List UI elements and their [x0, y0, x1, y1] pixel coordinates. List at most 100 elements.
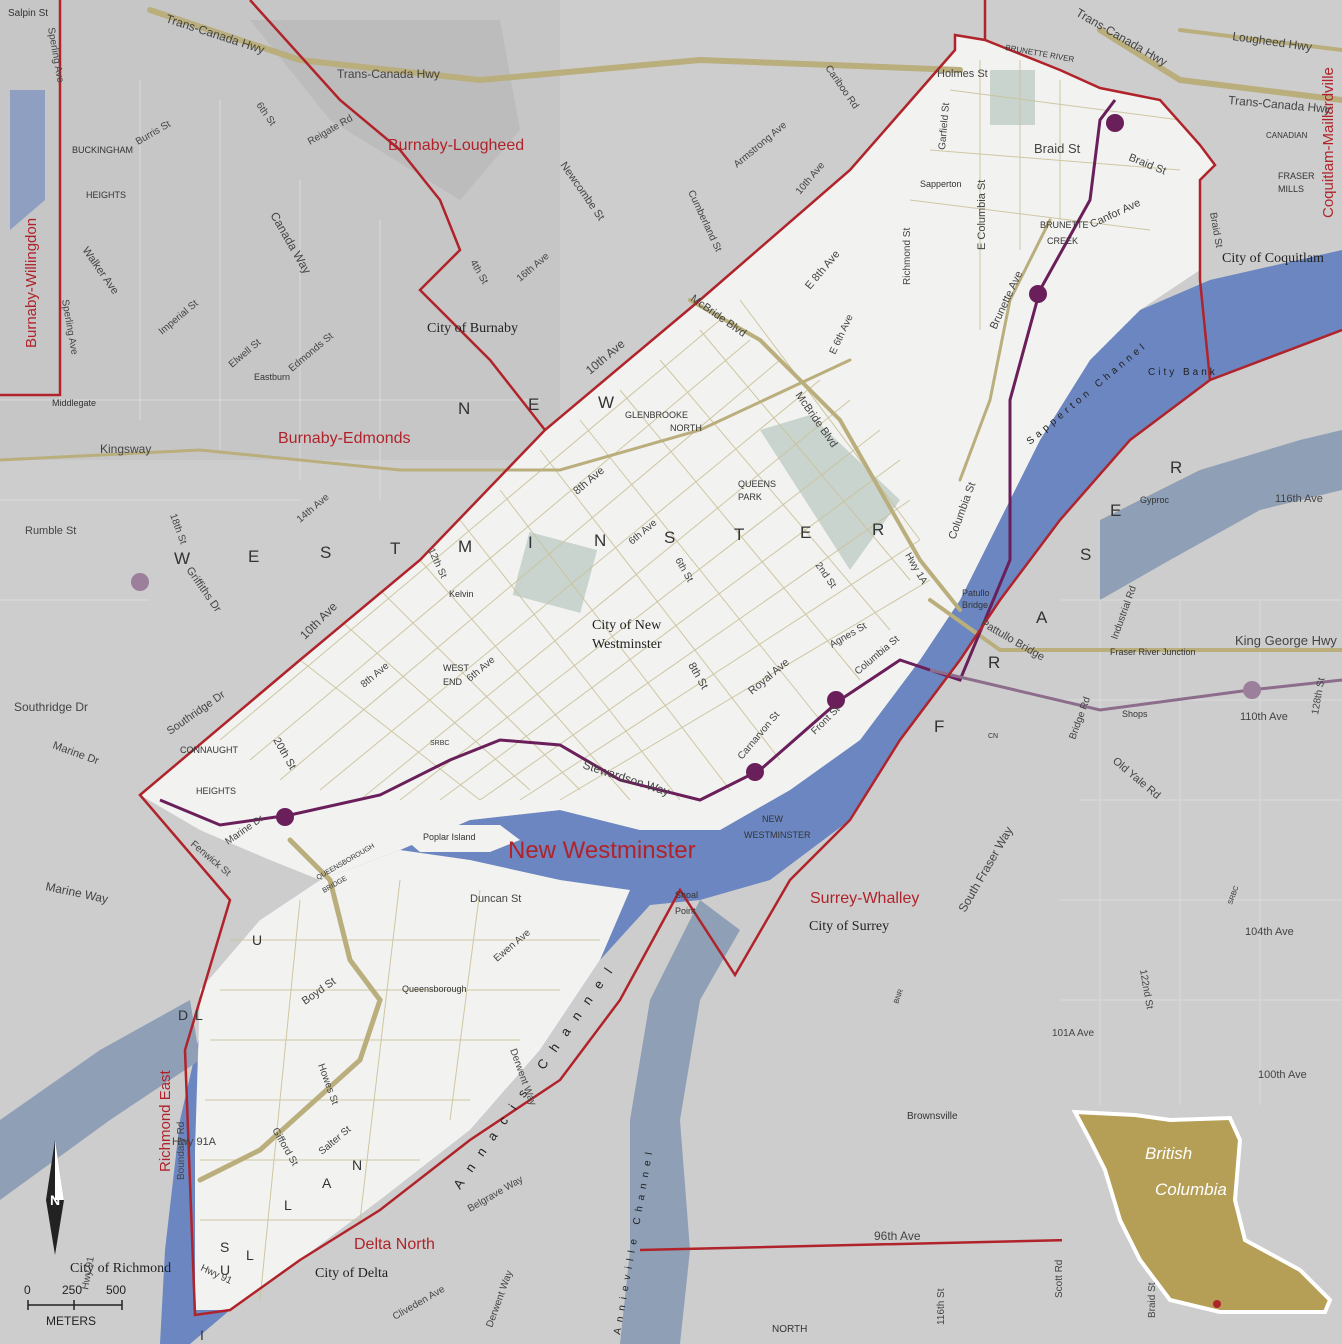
- scale-label: 250: [62, 1283, 82, 1297]
- neighbourhood-label: Sapperton: [920, 179, 962, 189]
- neighbourhood-label: CANADIAN: [1266, 131, 1308, 140]
- inset-label: British: [1145, 1144, 1192, 1163]
- district-label: Burnaby-Willingdon: [23, 218, 40, 348]
- municipality-label: City of New: [592, 618, 662, 633]
- street-label: King George Hwy: [1235, 633, 1337, 648]
- street-label: 101A Ave: [1052, 1028, 1095, 1039]
- new-westminster-letters: N E W W E S T M I N S T E R: [174, 393, 884, 568]
- neighbourhood-label: BRUNETTE: [1040, 220, 1089, 230]
- neighbourhood-label: CN: [988, 733, 998, 740]
- scale-label: 0: [24, 1283, 31, 1297]
- station-icon: [276, 808, 294, 826]
- station-icon: [1243, 681, 1261, 699]
- letter: E: [248, 547, 259, 566]
- letter: A: [1036, 608, 1048, 627]
- letter: L: [246, 1247, 254, 1263]
- north-arrow-icon: [46, 1140, 64, 1255]
- letter: R: [872, 520, 884, 539]
- neighbourhood-label: Shoal: [675, 890, 698, 900]
- street-label: 110th Ave: [1240, 711, 1288, 723]
- district-label: Delta North: [354, 1236, 435, 1253]
- letter: R: [1170, 458, 1182, 477]
- station-icon: [1029, 285, 1047, 303]
- street-label: Hwy 91A: [172, 1136, 217, 1148]
- location-marker: [1213, 1300, 1221, 1308]
- letter: W: [174, 549, 190, 568]
- letter: A: [322, 1175, 332, 1191]
- neighbourhood-label: END: [443, 677, 463, 687]
- neighbourhood-label: Bridge: [962, 600, 988, 610]
- street-label: Rumble St: [25, 525, 76, 537]
- station-icon: [827, 691, 845, 709]
- neighbourhood-label: Brownsville: [907, 1111, 958, 1122]
- district-label: Burnaby-Lougheed: [388, 137, 524, 154]
- scale-label: 500: [106, 1283, 126, 1297]
- street-label: Richmond St: [902, 228, 913, 285]
- letter: L: [195, 1007, 203, 1023]
- street-label: Southridge Dr: [14, 700, 88, 714]
- neighbourhood-label: CONNAUGHT: [180, 745, 239, 755]
- neighbourhood-label: Middlegate: [52, 398, 96, 408]
- neighbourhood-label: NORTH: [772, 1324, 807, 1335]
- letter: S: [1080, 545, 1091, 564]
- neighbourhood-label: Salpin St: [8, 8, 48, 19]
- inset-label: Columbia: [1155, 1180, 1227, 1199]
- letter: S: [320, 543, 331, 562]
- neighbourhood-label: NORTH: [670, 423, 702, 433]
- street-label: 96th Ave: [874, 1229, 921, 1243]
- neighbourhood-label: GLENBROOKE: [625, 410, 688, 420]
- letter: E: [528, 395, 539, 414]
- lulu-letters: L U L U: [195, 932, 262, 1278]
- letter: T: [390, 539, 400, 558]
- neighbourhood-label: CREEK: [1047, 236, 1078, 246]
- inset-bc-shape: [1071, 1109, 1333, 1314]
- letter: S: [664, 528, 675, 547]
- scale-bar: [27, 1300, 123, 1310]
- neighbourhood-label: PARK: [738, 492, 762, 502]
- letter: E: [1110, 501, 1121, 520]
- street-label: 100th Ave: [1258, 1069, 1307, 1081]
- neighbourhood-label: SRBC: [430, 740, 449, 747]
- letter: N: [594, 531, 606, 550]
- neighbourhood-label: Queensborough: [402, 984, 467, 994]
- municipality-label: Westminster: [592, 637, 662, 652]
- street-label: 116th Ave: [1275, 493, 1323, 505]
- map-title: New Westminster: [508, 837, 696, 864]
- station-icon: [131, 573, 149, 591]
- letter: S: [220, 1239, 229, 1255]
- letter: T: [734, 525, 744, 544]
- street-label: Holmes St: [937, 68, 988, 80]
- street-grid: [200, 60, 1181, 1301]
- street-label: Garfield St: [937, 102, 952, 150]
- street-label: Braid St: [1147, 1282, 1158, 1318]
- street-label: Braid St: [1034, 141, 1081, 156]
- transit-stations: [131, 114, 1261, 826]
- north-letter: N: [50, 1192, 60, 1208]
- neighbourhood-label: HEIGHTS: [196, 786, 236, 796]
- letter: U: [252, 932, 262, 948]
- neighbourhood-label: Point: [675, 906, 696, 916]
- letter: M: [458, 537, 472, 556]
- neighbourhood-label: BUCKINGHAM: [72, 145, 133, 155]
- neighbourhood-label: FRASER: [1278, 171, 1315, 181]
- district-label: Richmond East: [157, 1069, 174, 1172]
- letter: W: [598, 393, 614, 412]
- neighbourhood-label: Kelvin: [449, 589, 474, 599]
- municipality-label: City of Richmond: [70, 1261, 171, 1276]
- letter: R: [988, 653, 1000, 672]
- station-icon: [1106, 114, 1124, 132]
- neighbourhood-label: HEIGHTS: [86, 190, 126, 200]
- neighbourhood-label: Gyproc: [1140, 495, 1170, 505]
- street-label: Boundary Rd: [176, 1122, 187, 1180]
- municipality-label: City of Burnaby: [427, 321, 518, 336]
- letter: I: [200, 1327, 204, 1343]
- channel-label: City Bank: [1148, 367, 1218, 378]
- street-label: 116th St: [936, 1288, 947, 1325]
- district-label: Surrey-Whalley: [810, 890, 919, 907]
- letter: L: [284, 1197, 292, 1213]
- street-label: Kingsway: [100, 442, 151, 456]
- queensborough-island: [195, 850, 630, 1310]
- neighbourhood-label: Poplar Island: [423, 832, 476, 842]
- neighbourhood-label: BNR: [893, 988, 905, 1004]
